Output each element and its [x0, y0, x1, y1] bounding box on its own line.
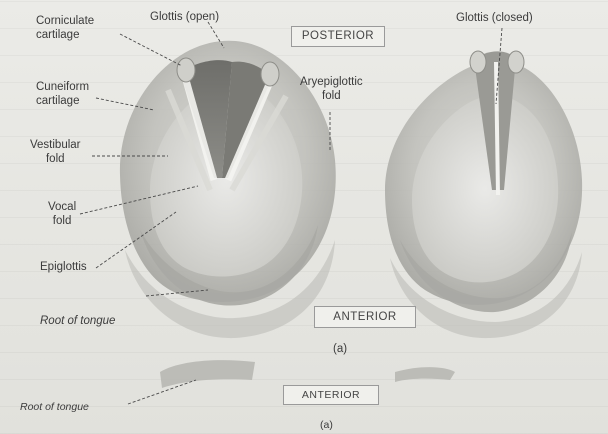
figure-caption-a: (a): [333, 342, 347, 356]
aryepiglottic-fold-label: Aryepiglottic fold: [300, 75, 363, 103]
vocal-fold-label: Vocal fold: [48, 200, 76, 228]
root-of-tongue-label-lower: Root of tongue: [20, 400, 89, 414]
corniculate-cartilage-label: Corniculate cartilage: [36, 14, 94, 42]
figure-caption-a-lower: (a): [320, 418, 333, 432]
anterior-label-lower: ANTERIOR: [283, 385, 379, 405]
vestibular-fold-label: Vestibular fold: [30, 138, 81, 166]
glottis-closed-label: Glottis (closed): [456, 11, 533, 25]
larynx-closed-view: [385, 51, 582, 338]
lower-partial-view: [160, 360, 455, 388]
anterior-label: ANTERIOR: [314, 306, 416, 328]
root-of-tongue-label: Root of tongue: [40, 314, 115, 328]
cuneiform-cartilage-label: Cuneiform cartilage: [36, 80, 89, 108]
posterior-label: POSTERIOR: [291, 26, 385, 47]
epiglottis-label: Epiglottis: [40, 260, 87, 274]
glottis-open-label: Glottis (open): [150, 10, 219, 24]
